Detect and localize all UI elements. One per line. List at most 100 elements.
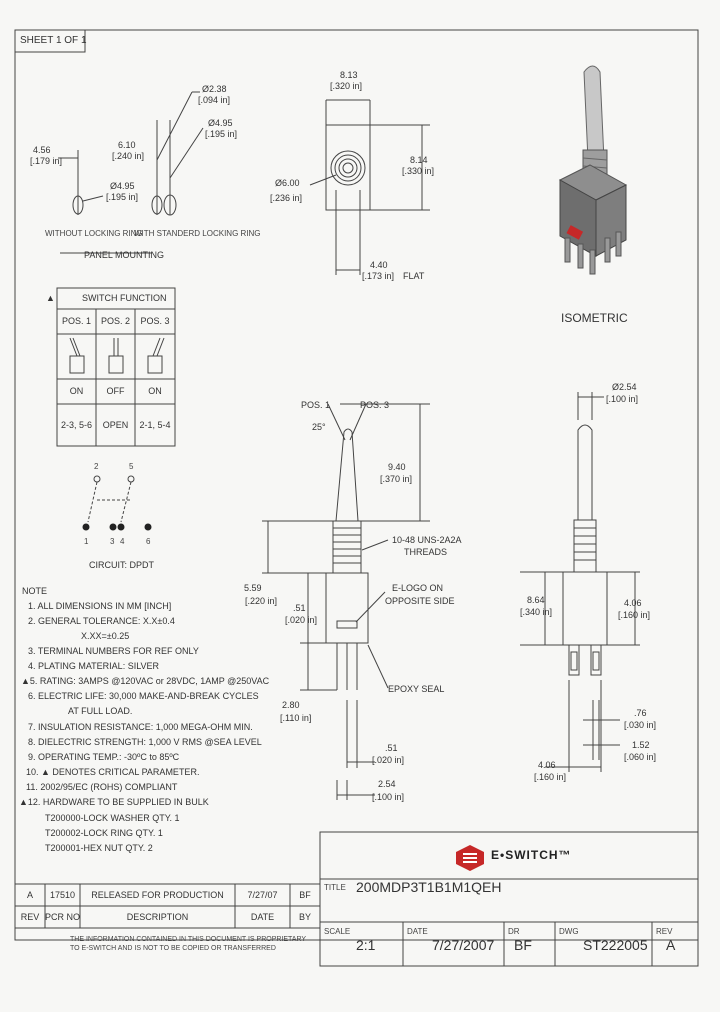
note-12: ▲12. HARDWARE TO BE SUPPLIED IN BULK — [19, 797, 209, 807]
front-w-in: [.160 in] — [618, 610, 651, 620]
dwg-label: DWG — [559, 927, 579, 936]
note-8: 8. DIELECTRIC STRENGTH: 1,000 V RMS @SEA… — [28, 737, 262, 747]
sheet-label-box — [14, 29, 86, 53]
front-h-in: [.340 in] — [520, 607, 553, 617]
panel-caption-left: WITHOUT LOCKING RING — [45, 229, 143, 238]
panel-mounting-drawing — [58, 91, 204, 254]
revision-rev: A — [26, 890, 33, 900]
note-11: 11. 2002/95/EC (ROHS) COMPLIANT — [26, 782, 178, 792]
top-d-in: [.236 in] — [270, 193, 303, 203]
revision-desc: RELEASED FOR PRODUCTION — [91, 890, 224, 900]
scale-value: 2:1 — [356, 937, 376, 953]
panel-dim-b: 6.10 — [118, 140, 136, 150]
top-flat-label: FLAT — [403, 271, 425, 281]
top-h: 8.14 — [410, 155, 428, 165]
top-flat-in: [.173 in] — [362, 271, 395, 281]
side-term-in: [.110 in] — [280, 713, 312, 723]
note-5: ▲5. RATING: 3AMPS @120VAC or 28VDC, 1AMP… — [21, 676, 270, 686]
side-logo2: OPPOSITE SIDE — [385, 596, 455, 606]
disclaimer-line-1: THE INFORMATION CONTAINED IN THIS DOCUME… — [70, 936, 307, 943]
disclaimer-line-2: TO E-SWITCH AND IS NOT TO BE COPIED OR T… — [70, 945, 276, 952]
note-1: 1. ALL DIMENSIONS IN MM [INCH] — [28, 601, 172, 611]
side-pos1: POS. 1 — [301, 400, 331, 410]
circuit-label-2: 2 — [94, 462, 99, 471]
pos-1-state: ON — [69, 386, 84, 396]
side-step-in: [.020 in] — [285, 615, 318, 625]
panel-dim-d: Ø4.95 — [208, 118, 233, 128]
revision-by: BF — [299, 890, 311, 900]
circuit-label-6: 6 — [146, 537, 151, 546]
isometric-label: ISOMETRIC — [561, 311, 628, 325]
pos-3-circuit: 2-1, 5-4 — [139, 420, 171, 430]
side-pin-in: [.020 in] — [372, 755, 405, 765]
revision-header-pcr: PCR NO — [45, 912, 81, 922]
circuit-pin-1 — [82, 523, 90, 531]
pos-2-circuit: OPEN — [102, 420, 129, 430]
pos-1-circuit: 2-3, 5-6 — [60, 420, 93, 430]
circuit-pin-4 — [117, 523, 125, 531]
revision-header-desc: DESCRIPTION — [126, 912, 189, 922]
note-9: 9. OPERATING TEMP.: -30ºC to 85ºC — [28, 752, 180, 762]
pos-2-header: POS. 2 — [100, 316, 130, 326]
circuit-pin-6 — [144, 523, 152, 531]
side-threads: 10-48 UNS-2A2A — [392, 535, 462, 545]
front-w: 4.06 — [624, 598, 642, 608]
note-10: 10. ▲ DENOTES CRITICAL PARAMETER. — [26, 767, 200, 777]
critical-marker: ▲ — [46, 293, 55, 303]
scale-label: SCALE — [324, 927, 351, 936]
side-angle: 25° — [312, 422, 326, 432]
side-pitch-in: [.100 in] — [372, 792, 405, 802]
hardware-2: T200002-LOCK RING QTY. 1 — [45, 828, 163, 838]
panel-dim-c: Ø2.38 — [202, 84, 227, 94]
note-4: 4. PLATING MATERIAL: SILVER — [28, 661, 160, 671]
hardware-1: T200000-LOCK WASHER QTY. 1 — [45, 813, 180, 823]
dwg-value: ST222005 — [583, 937, 648, 953]
panel-dim-e-in: [.195 in] — [106, 192, 139, 202]
side-threads2: THREADS — [404, 547, 448, 557]
dr-value: BF — [514, 937, 532, 953]
side-view-drawing — [262, 403, 430, 800]
side-pin: .51 — [385, 743, 398, 753]
date-label: DATE — [407, 927, 428, 936]
side-pos3: POS. 3 — [360, 400, 390, 410]
pos-3-header: POS. 3 — [140, 316, 170, 326]
front-bot-in: [.160 in] — [534, 772, 567, 782]
note-3: 3. TERMINAL NUMBERS FOR REF ONLY — [28, 646, 199, 656]
front-h: 8.64 — [527, 595, 545, 605]
circuit-title: CIRCUIT: DPDT — [89, 560, 154, 570]
revision-header-rev: REV — [20, 912, 40, 922]
panel-dim-a: 4.56 — [33, 145, 51, 155]
brand-name: E•SWITCH™ — [491, 848, 572, 862]
switch-function-table — [56, 287, 176, 447]
revision-header-date: DATE — [250, 912, 275, 922]
top-w: 8.13 — [340, 70, 358, 80]
panel-dim-e: Ø4.95 — [110, 181, 135, 191]
notes-title: NOTE — [22, 586, 48, 596]
top-flat: 4.40 — [370, 260, 388, 270]
note-7: 7. INSULATION RESISTANCE: 1,000 MEGA-OHM… — [28, 722, 253, 732]
side-pitch: 2.54 — [378, 779, 396, 789]
side-body: 5.59 — [244, 583, 262, 593]
circuit-diagram — [87, 475, 135, 523]
note-6b: AT FULL LOAD. — [68, 706, 133, 716]
front-dia-in: [.100 in] — [606, 394, 639, 404]
title-label: TITLE — [324, 883, 346, 892]
top-view-drawing — [309, 99, 430, 275]
isometric-render — [558, 65, 628, 275]
rev-value: A — [666, 937, 676, 953]
pos-2-state: OFF — [106, 386, 125, 396]
revision-header-by: BY — [298, 912, 311, 922]
circuit-label-3: 3 — [110, 537, 115, 546]
circuit-label-4: 4 — [120, 537, 125, 546]
side-logo: E-LOGO ON — [392, 583, 444, 593]
panel-dim-c-in: [.094 in] — [198, 95, 231, 105]
eswitch-logo-icon — [456, 845, 484, 871]
title-block-lines — [14, 831, 699, 967]
front-pin2: 1.52 — [632, 740, 650, 750]
pos-3-state: ON — [148, 386, 162, 396]
side-step: .51 — [293, 603, 306, 613]
front-dia: Ø2.54 — [612, 382, 637, 392]
front-pin2-in: [.060 in] — [624, 752, 657, 762]
